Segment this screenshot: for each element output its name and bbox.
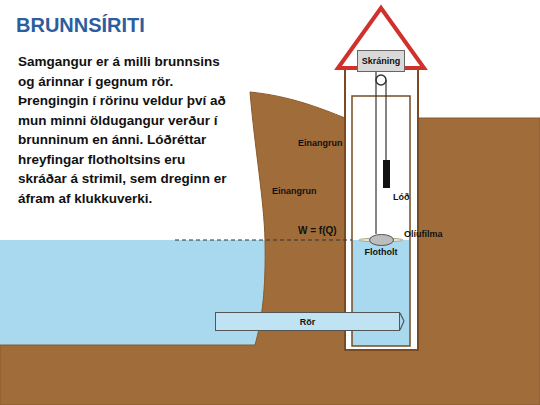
node-label: Skráning bbox=[362, 56, 401, 66]
pipe-end-mark bbox=[400, 313, 404, 321]
weight-cable bbox=[385, 80, 386, 160]
insulation-label: Einangrun bbox=[272, 186, 317, 196]
pipe: Rör bbox=[215, 312, 400, 331]
house-body bbox=[345, 66, 418, 350]
insulation-label: Einangrun bbox=[298, 138, 343, 148]
oil-film-label: Olíufilma bbox=[404, 229, 443, 239]
node-label: Flotholt bbox=[361, 247, 402, 257]
float-shape bbox=[361, 234, 402, 246]
water-level-line bbox=[175, 240, 352, 241]
formula-label: W = f(Q) bbox=[298, 225, 337, 236]
inner-wall bbox=[352, 96, 410, 346]
title: BRUNNSÍRITI bbox=[16, 14, 145, 37]
node-label: Rör bbox=[300, 317, 316, 327]
weight bbox=[383, 160, 390, 188]
recorder-box: Skráning bbox=[357, 50, 405, 72]
float-cable bbox=[375, 72, 376, 234]
outer-wall bbox=[345, 66, 418, 350]
float-body bbox=[369, 235, 393, 246]
float: Flotholt bbox=[361, 234, 402, 260]
pipe-end-mark bbox=[400, 321, 404, 330]
roof bbox=[338, 8, 424, 68]
pulley bbox=[376, 75, 386, 85]
description-text: Samgangur er á milli brunnsins og árinna… bbox=[18, 52, 236, 208]
weight-label: Lóð bbox=[393, 192, 410, 202]
